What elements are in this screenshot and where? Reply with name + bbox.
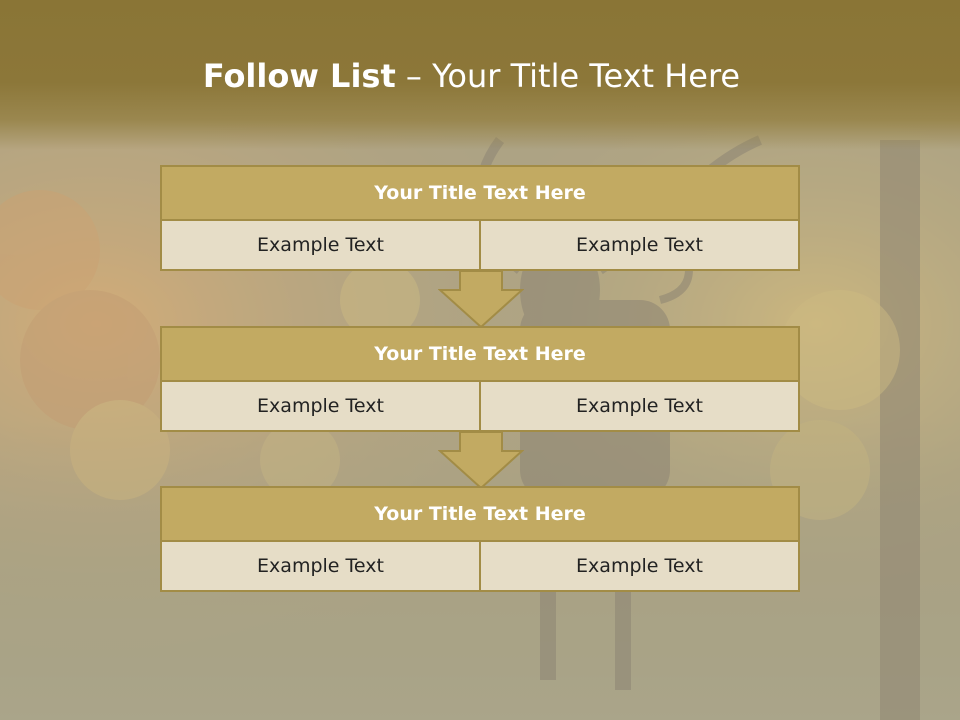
step-box-3: Your Title Text Here Example Text Exampl… bbox=[160, 486, 800, 592]
slide-title-rest: – Your Title Text Here bbox=[395, 57, 741, 95]
step-title: Your Title Text Here bbox=[160, 326, 800, 382]
step-cell-left: Example Text bbox=[160, 221, 481, 271]
slide-title-bold: Follow List bbox=[202, 57, 396, 95]
down-arrow-icon bbox=[438, 270, 524, 328]
step-title: Your Title Text Here bbox=[160, 486, 800, 542]
step-cell-left: Example Text bbox=[160, 382, 481, 432]
down-arrow-icon bbox=[438, 431, 524, 489]
step-cell-right: Example Text bbox=[481, 542, 800, 592]
slide-title: Follow List – Your Title Text Here bbox=[0, 52, 943, 100]
step-title: Your Title Text Here bbox=[160, 165, 800, 221]
step-box-1: Your Title Text Here Example Text Exampl… bbox=[160, 165, 800, 271]
step-cell-right: Example Text bbox=[481, 221, 800, 271]
header-band bbox=[0, 0, 960, 150]
step-cell-right: Example Text bbox=[481, 382, 800, 432]
step-cell-left: Example Text bbox=[160, 542, 481, 592]
step-box-2: Your Title Text Here Example Text Exampl… bbox=[160, 326, 800, 432]
